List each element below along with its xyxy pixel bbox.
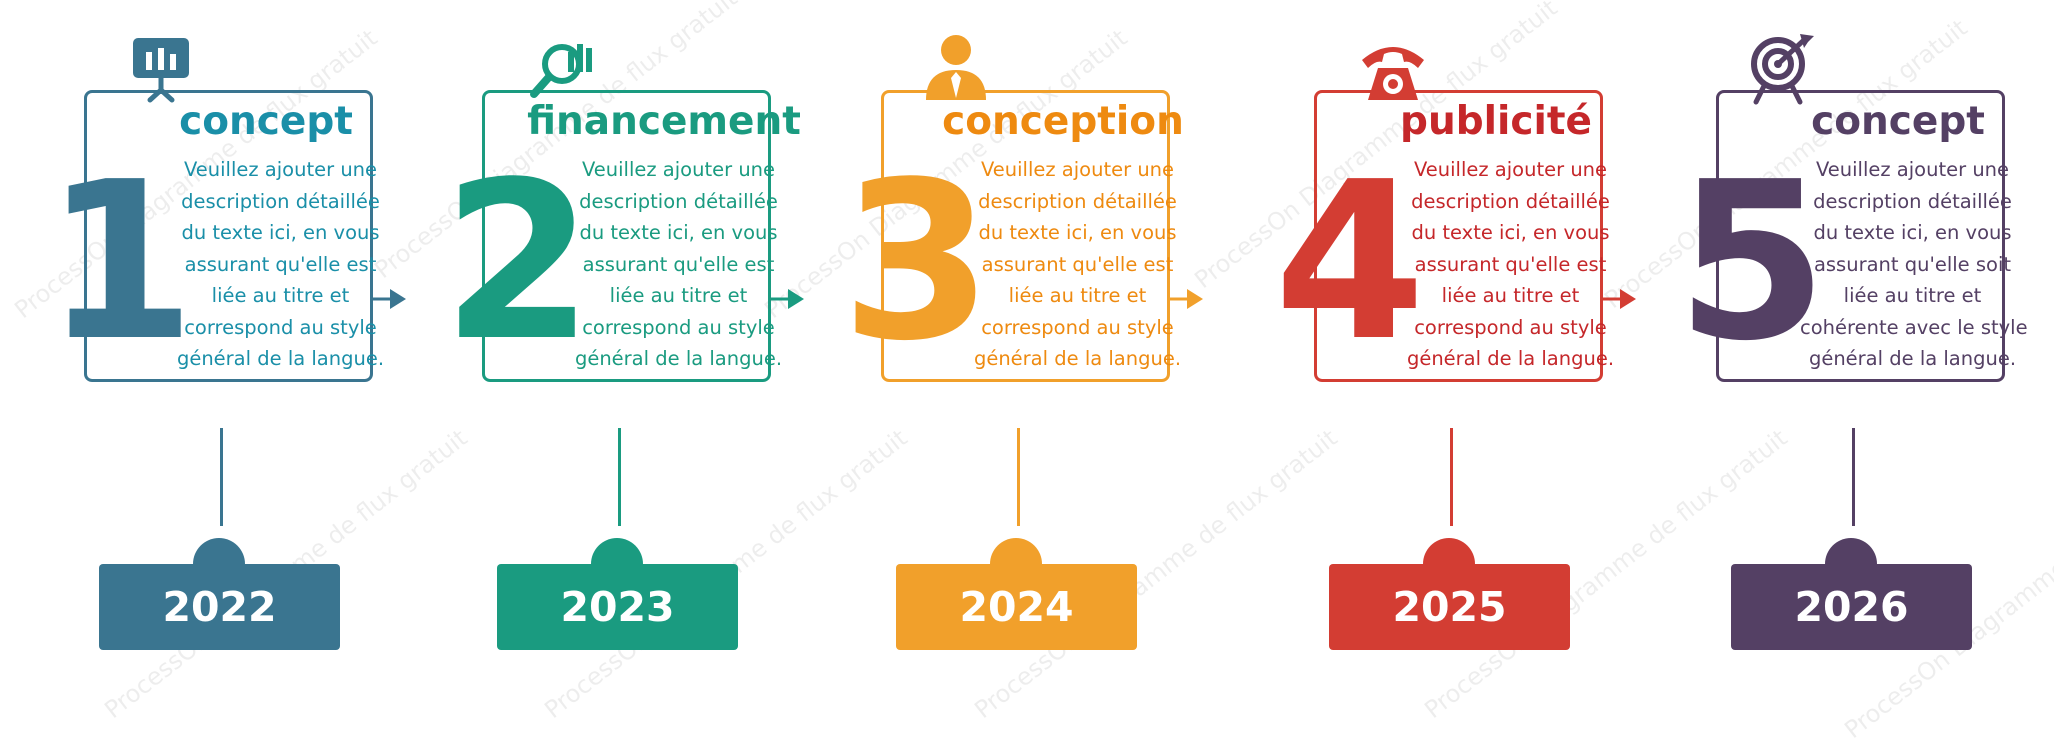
year-tab: 2025	[1329, 538, 1570, 650]
step-number: 1	[44, 136, 196, 389]
step-description: Veuillez ajouter une description détaillé…	[566, 154, 791, 375]
year-tab: 2022	[99, 538, 340, 650]
connector-line	[1852, 428, 1855, 526]
description-line: général de la langue.	[176, 347, 385, 370]
description-line: général de la langue.	[1808, 347, 2017, 370]
description-line: assurant qu'elle est	[981, 252, 1174, 276]
description-line: assurant qu'elle est	[582, 252, 775, 276]
description-line: liée au titre et	[609, 284, 748, 307]
description-line: description détaillée	[978, 189, 1177, 213]
timeline-step-1: 1 concept Veuillez ajouter une descriptio…	[20, 0, 430, 691]
year-label: 2026	[1794, 583, 1909, 631]
description-line: Veuillez ajouter une	[183, 158, 378, 181]
arrow-right-icon	[1167, 289, 1203, 309]
description-line: assurant qu'elle est	[1414, 252, 1607, 276]
description-line: cohérente avec le style	[1800, 315, 2028, 339]
description-line: description détaillée	[1813, 189, 2012, 213]
description-line: général de la langue.	[574, 347, 783, 370]
arrow-right-icon	[370, 289, 406, 309]
step-number: 2	[442, 136, 594, 389]
description-line: correspond au style	[981, 315, 1174, 339]
connector-line	[618, 428, 621, 526]
step-card	[482, 90, 771, 382]
connector-line	[1450, 428, 1453, 526]
step-description: Veuillez ajouter une description détaillé…	[168, 154, 393, 375]
arrow-right-icon	[768, 289, 804, 309]
description-line: Veuillez ajouter une	[1815, 158, 2010, 181]
step-title: publicité	[1400, 99, 1592, 144]
description-line: liée au titre et	[211, 284, 350, 307]
year-tab: 2023	[497, 538, 738, 650]
description-line: liée au titre et	[1843, 284, 1982, 307]
description-line: du texte ici, en vous	[978, 221, 1177, 244]
description-line: description détaillée	[579, 189, 778, 213]
magnifier-chart-icon	[526, 30, 604, 108]
step-description: Veuillez ajouter une description détaillé…	[965, 154, 1190, 375]
year-label: 2023	[560, 583, 675, 631]
step-title: conception	[942, 99, 1184, 144]
connector-line	[1017, 428, 1020, 526]
telephone-icon	[1354, 30, 1432, 108]
description-line: liée au titre et	[1008, 284, 1147, 307]
description-line: Veuillez ajouter une	[1413, 158, 1608, 181]
businessman-icon	[917, 30, 995, 108]
description-line: Veuillez ajouter une	[980, 158, 1175, 181]
description-line: du texte ici, en vous	[1411, 221, 1610, 244]
description-line: du texte ici, en vous	[1813, 221, 2012, 244]
year-tab: 2026	[1731, 538, 1972, 650]
description-line: description détaillée	[1411, 189, 1610, 213]
description-line: général de la langue.	[1406, 347, 1615, 370]
year-tab: 2024	[896, 538, 1137, 650]
timeline-step-3: 3 conception Veuillez ajouter une descrip…	[817, 0, 1227, 691]
step-title: concept	[1811, 99, 1985, 144]
step-title: concept	[179, 99, 353, 144]
description-line: assurant qu'elle est	[184, 252, 377, 276]
presentation-board-icon	[122, 30, 200, 108]
description-line: description détaillée	[181, 189, 380, 213]
step-card	[1314, 90, 1603, 382]
description-line: liée au titre et	[1441, 284, 1580, 307]
year-label: 2022	[162, 583, 277, 631]
description-line: Veuillez ajouter une	[581, 158, 776, 181]
description-line: correspond au style	[1414, 315, 1607, 339]
description-line: correspond au style	[184, 315, 377, 339]
description-line: général de la langue.	[973, 347, 1182, 370]
description-line: assurant qu'elle soit	[1813, 252, 2012, 276]
connector-line	[220, 428, 223, 526]
arrow-right-icon	[1600, 289, 1636, 309]
description-line: du texte ici, en vous	[181, 221, 380, 244]
step-number: 5	[1676, 136, 1828, 389]
year-label: 2025	[1392, 583, 1507, 631]
year-label: 2024	[959, 583, 1074, 631]
step-description: Veuillez ajouter une description détaillé…	[1398, 154, 1623, 375]
step-number: 4	[1274, 136, 1426, 389]
description-line: correspond au style	[582, 315, 775, 339]
description-line: du texte ici, en vous	[579, 221, 778, 244]
step-card	[84, 90, 373, 382]
timeline-step-4: 4 publicité Veuillez ajouter une descript…	[1250, 0, 1660, 691]
step-title: financement	[527, 99, 801, 144]
step-description: Veuillez ajouter une description détaillé…	[1800, 154, 2028, 375]
timeline-step-5: 5 concept Veuillez ajouter une descriptio…	[1652, 0, 2054, 691]
step-card	[1716, 90, 2005, 382]
step-card	[881, 90, 1170, 382]
step-number: 3	[841, 136, 993, 389]
timeline-step-2: 2 financement Veuillez ajouter une descri…	[418, 0, 828, 691]
target-icon	[1744, 30, 1822, 108]
